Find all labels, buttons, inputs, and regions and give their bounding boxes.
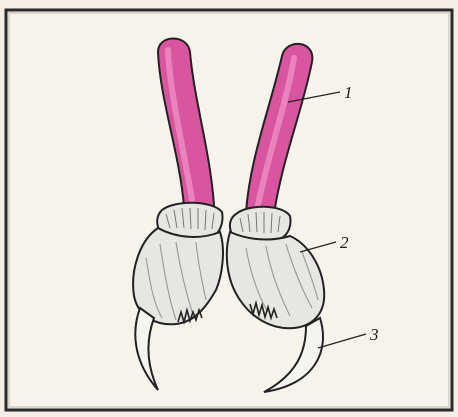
figure-frame	[6, 10, 452, 410]
callout-label-3: 3	[369, 325, 379, 344]
callout-label-1: 1	[344, 83, 353, 102]
callout-label-2: 2	[340, 233, 349, 252]
